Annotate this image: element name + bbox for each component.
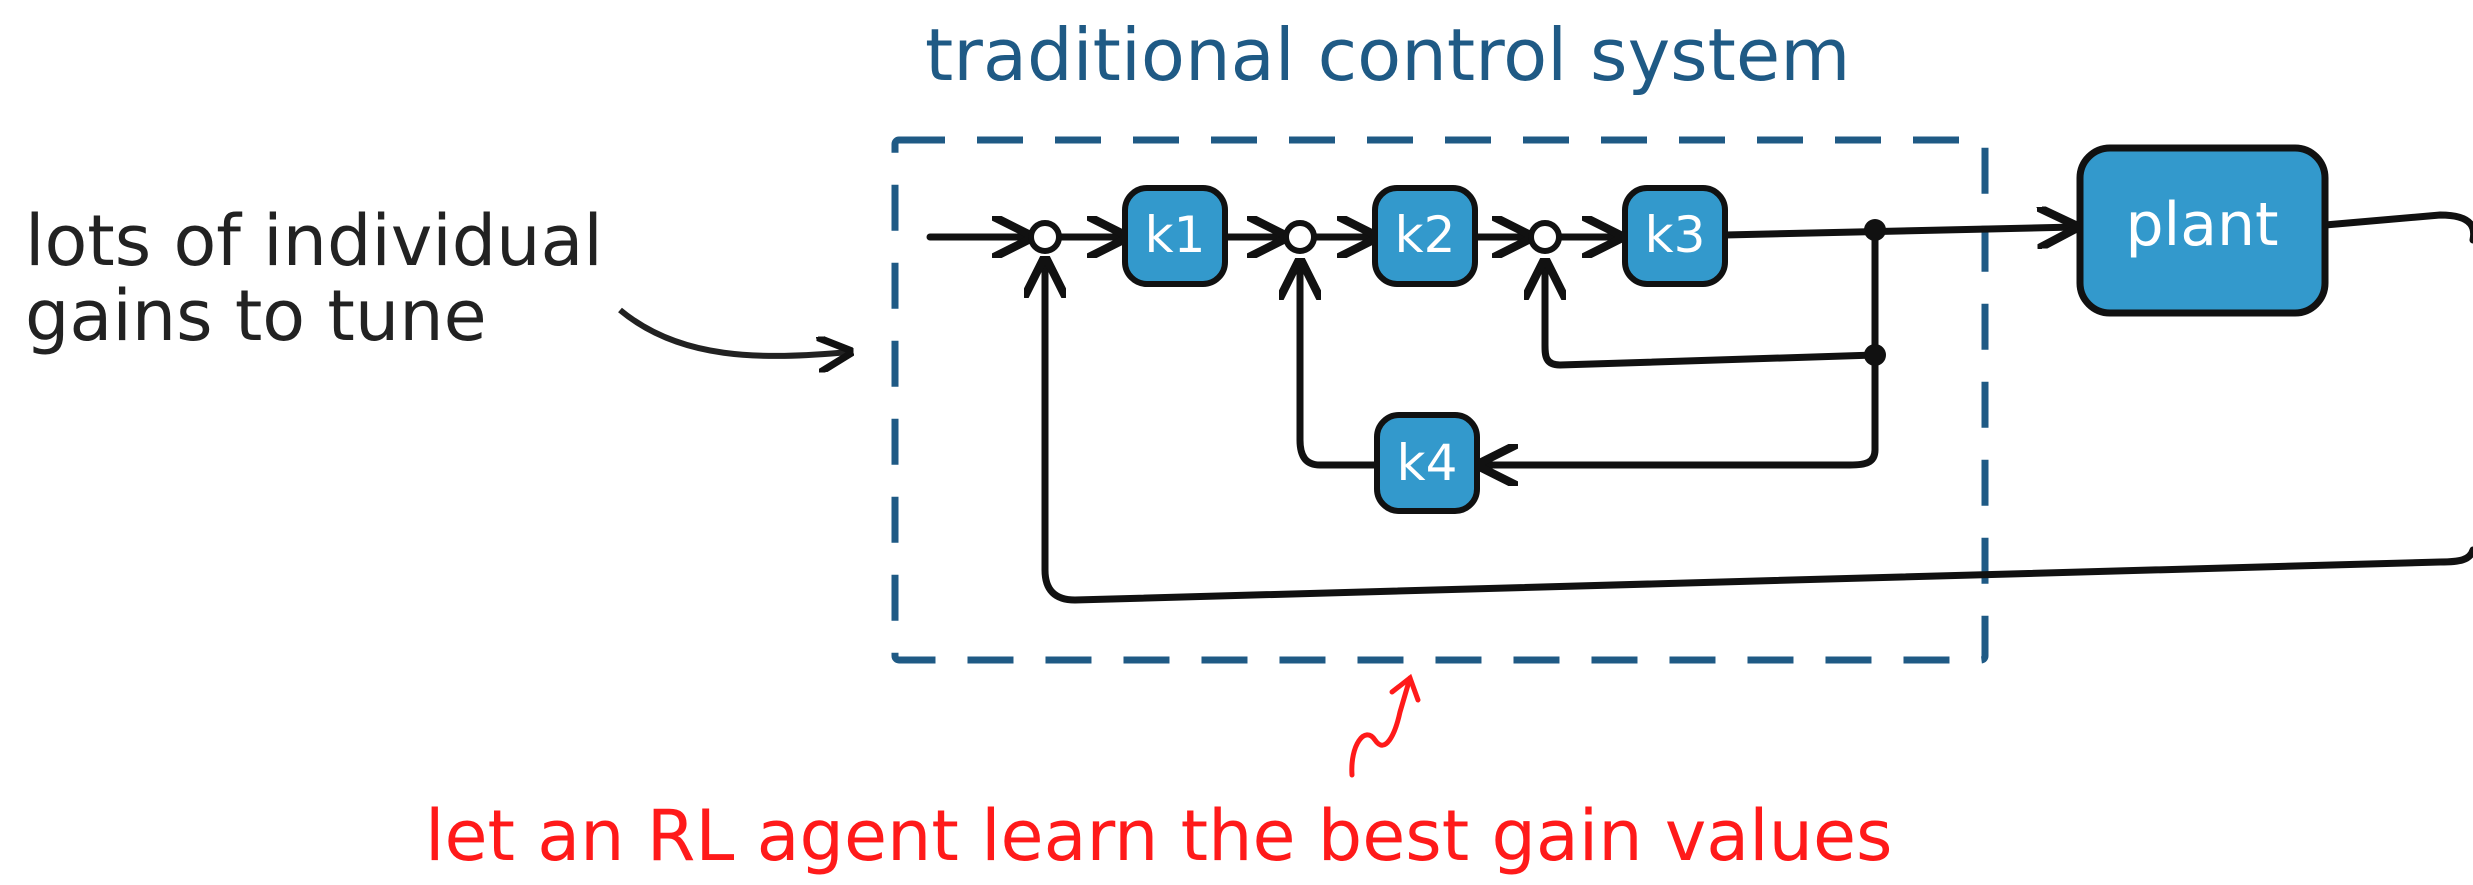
plant-label: plant xyxy=(2125,190,2278,260)
squiggle-arrow-head xyxy=(1389,673,1421,703)
branch-point-1 xyxy=(1864,219,1886,241)
branch-point-2 xyxy=(1864,344,1886,366)
bottom-annotation: let an RL agent learn the best gain valu… xyxy=(425,795,1893,877)
left-note-line2: gains to tune xyxy=(25,275,487,357)
diagram-title: traditional control system xyxy=(925,13,1850,97)
gain-block-k2: k2 xyxy=(1372,185,1478,287)
signal-lines xyxy=(926,215,2473,604)
sum-junction-3 xyxy=(1528,220,1562,254)
left-note-arrow xyxy=(618,307,850,356)
gain-block-k4: k4 xyxy=(1374,412,1480,514)
squiggle-arrow xyxy=(1349,675,1413,778)
k3-label: k3 xyxy=(1645,206,1706,264)
k1-label: k1 xyxy=(1145,206,1206,264)
gain-block-k3: k3 xyxy=(1622,185,1728,287)
k4-label: k4 xyxy=(1397,434,1458,492)
left-note-line1: lots of individual xyxy=(25,200,603,282)
traditional-system-boundary xyxy=(891,136,1989,664)
gain-block-k1: k1 xyxy=(1122,185,1228,287)
plant-block: plant xyxy=(2076,144,2329,317)
sum-junction-1 xyxy=(1028,220,1062,254)
k2-label: k2 xyxy=(1395,206,1456,264)
sum-junction-2 xyxy=(1283,220,1317,254)
